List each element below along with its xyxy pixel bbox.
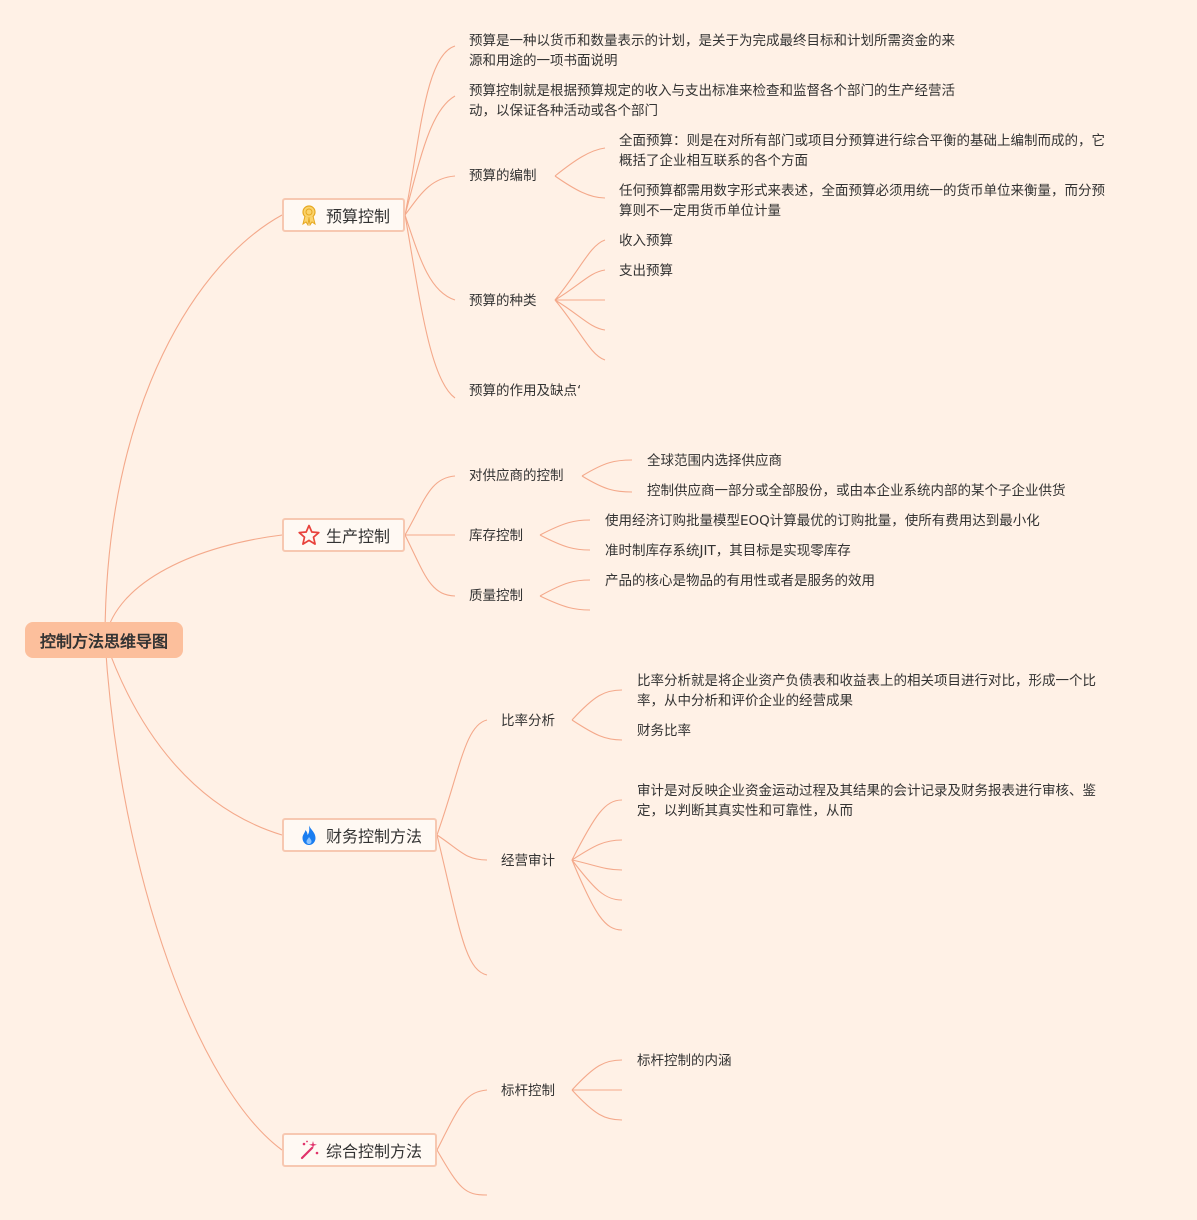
link-b2-s0-c1 — [571, 719, 623, 741]
sub-node[interactable]: 质量控制 — [469, 588, 523, 604]
leaf-node[interactable]: 全球范围内选择供应商 — [647, 453, 782, 469]
link-b1-s2-c1 — [539, 595, 591, 611]
leaf-node[interactable]: 审计是对反映企业资金运动过程及其结果的会计记录及财务报表进行审核、鉴定，以判断其… — [637, 783, 1096, 819]
link-b0-s4 — [404, 214, 456, 399]
leaf-node[interactable]: 财务比率 — [637, 723, 691, 739]
link-b3-s0-c2 — [571, 1089, 623, 1121]
link-b0-s1 — [404, 95, 456, 216]
link-b2-s0 — [436, 719, 488, 836]
leaf-node[interactable]: 控制供应商一部分或全部股份，或由本企业系统内部的某个子企业供货 — [647, 483, 1066, 499]
link-root-b2 — [104, 639, 283, 836]
link-b2-s1-c1 — [571, 839, 623, 861]
link-b1-s1-c1 — [539, 534, 591, 551]
sub-node[interactable]: 预算是一种以货币和数量表示的计划，是关于为完成最终目标和计划所需资金的来源和用途… — [469, 33, 955, 69]
link-b0-s3 — [404, 214, 456, 301]
link-b0-s3-c1 — [554, 269, 606, 301]
link-b2-s1-c4 — [571, 859, 623, 931]
branch-label: 财务控制方法 — [326, 827, 423, 846]
link-b1-s2 — [404, 534, 456, 597]
link-root-b3 — [104, 639, 283, 1151]
link-b2-s1-c0 — [571, 799, 623, 861]
branch-label: 预算控制 — [326, 207, 391, 226]
link-b2-s1 — [436, 834, 488, 861]
leaf-node[interactable]: 收入预算 — [619, 233, 673, 249]
link-b2-s2 — [436, 834, 488, 976]
link-b3-s0 — [436, 1089, 488, 1151]
link-b0-s2 — [404, 175, 456, 216]
star-outline-icon — [298, 524, 320, 546]
link-b0-s3-c3 — [554, 299, 606, 331]
leaf-node[interactable]: 使用经济订购批量模型EOQ计算最优的订购批量，使所有费用达到最小化 — [605, 513, 1040, 529]
link-b3-s0-c0 — [571, 1059, 623, 1091]
sub-node[interactable]: 预算的作用及缺点‘ — [469, 383, 582, 399]
flame-icon — [298, 824, 320, 846]
root-node[interactable]: 控制方法思维导图 — [25, 622, 183, 658]
link-root-b1 — [104, 534, 283, 641]
award-ribbon-icon — [298, 204, 320, 226]
branch-label: 生产控制 — [326, 527, 391, 546]
link-root-b0 — [104, 214, 283, 641]
sub-node[interactable]: 预算控制就是根据预算规定的收入与支出标准来检查和监督各个部门的生产经营活动，以保… — [469, 83, 955, 119]
sub-node[interactable]: 比率分析 — [501, 713, 555, 729]
leaf-node[interactable]: 全面预算：则是在对所有部门或项目分预算进行综合平衡的基础上编制而成的，它概括了企… — [619, 133, 1105, 169]
sub-node[interactable]: 经营审计 — [501, 853, 555, 869]
sub-node[interactable]: 对供应商的控制 — [469, 468, 564, 484]
link-b1-s0-c0 — [581, 459, 633, 477]
sub-node[interactable]: 标杆控制 — [501, 1083, 555, 1099]
link-b1-s0-c1 — [581, 475, 633, 493]
branch-label: 综合控制方法 — [326, 1142, 423, 1161]
link-b1-s1-c0 — [539, 519, 591, 536]
leaf-node[interactable]: 支出预算 — [619, 263, 673, 279]
leaf-node[interactable]: 任何预算都需用数字形式来表述，全面预算必须用统一的货币单位来衡量，而分预算则不一… — [619, 183, 1105, 219]
link-b0-s0 — [404, 45, 456, 216]
leaf-node[interactable]: 比率分析就是将企业资产负债表和收益表上的相关项目进行对比，形成一个比率，从中分析… — [637, 673, 1096, 709]
link-b3-s1 — [436, 1149, 488, 1196]
leaf-node[interactable]: 准时制库存系统JIT，其目标是实现零库存 — [605, 543, 851, 559]
link-b1-s0 — [404, 475, 456, 536]
branch-node-budget-control[interactable]: 预算控制 — [282, 198, 405, 232]
leaf-node[interactable]: 产品的核心是物品的有用性或者是服务的效用 — [605, 573, 875, 589]
sub-node[interactable]: 预算的编制 — [469, 168, 537, 184]
branch-node-production-control[interactable]: 生产控制 — [282, 518, 405, 552]
link-b0-s2-c0 — [554, 147, 606, 177]
leaf-node[interactable]: 标杆控制的内涵 — [637, 1053, 732, 1069]
link-b0-s2-c1 — [554, 175, 606, 199]
branch-node-integrated-control[interactable]: 综合控制方法 — [282, 1133, 437, 1167]
branch-node-financial-control[interactable]: 财务控制方法 — [282, 818, 437, 852]
link-b2-s1-c3 — [571, 859, 623, 901]
link-b2-s1-c2 — [571, 859, 623, 871]
link-b0-s3-c0 — [554, 239, 606, 301]
magic-wand-icon — [298, 1139, 320, 1161]
link-b2-s0-c0 — [571, 689, 623, 721]
link-b1-s2-c0 — [539, 579, 591, 597]
sub-node[interactable]: 预算的种类 — [469, 293, 537, 309]
link-b0-s3-c4 — [554, 299, 606, 361]
sub-node[interactable]: 库存控制 — [469, 528, 523, 544]
